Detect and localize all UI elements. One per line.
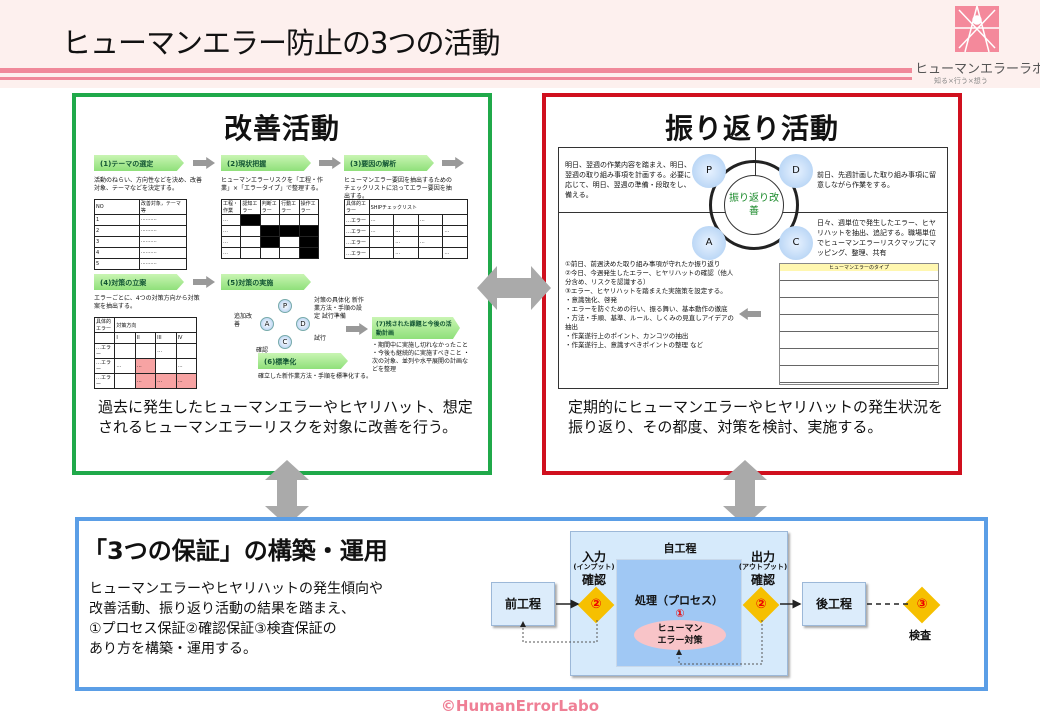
reflection-title: 振り返り活動 xyxy=(664,112,839,145)
inspection-label: 検査 xyxy=(909,629,931,642)
step-7: (7)残された課題と今後の活動計画 xyxy=(372,317,460,339)
logo-name: ヒューマンエラーラボ xyxy=(915,62,1040,77)
improvement-panel: 改善活動 (1)テーマの選定 (2)現状把握 (3)要因の解析 活動のねらい、方… xyxy=(72,93,492,475)
cycle-c: C xyxy=(278,335,292,349)
double-arrow-icon xyxy=(265,460,309,526)
arrow-icon xyxy=(319,157,341,169)
step-5-text: 対策の具体化 新作業方法・手順の設定 試行準備 xyxy=(314,297,364,320)
pdca-d: D xyxy=(779,154,813,188)
arrow-icon xyxy=(346,323,368,335)
step-5: (5)対策の実施 xyxy=(221,274,311,290)
risk-map-title: ヒューマンエラーのタイプ xyxy=(780,264,938,271)
reflection-panel: 振り返り活動 明日、翌週の作業内容を踏まえ、明日、翌週の取り組み事項を計画する。… xyxy=(542,93,962,475)
center-label: 振り返り改善 xyxy=(724,175,784,235)
output-sub: (アウトプット) xyxy=(738,563,788,571)
step-4-text: エラーごとに、4つの対策方向から対策案を抽出する。 xyxy=(94,295,200,310)
page-title: ヒューマンエラー防止の3つの活動 xyxy=(62,26,500,60)
cycle-note: 追加改善 xyxy=(234,313,253,328)
step-6-text: 確立した新作業方法・手順を標準化する。 xyxy=(258,373,373,380)
pdca-c: C xyxy=(779,226,813,260)
step-6: (6)標準化 xyxy=(258,353,348,369)
cycle-d: D xyxy=(296,317,310,331)
pdca-p: P xyxy=(692,154,726,188)
arrow-icon xyxy=(193,157,215,169)
input-check-num: ② xyxy=(590,597,602,612)
arrow-icon xyxy=(739,308,761,320)
step-3: (3)要因の解析 xyxy=(344,155,434,171)
output-label: 出力 xyxy=(750,550,775,564)
output-check-label: 確認 xyxy=(750,573,775,587)
cycle-note: 確認 xyxy=(256,347,269,354)
cycle-note: 試行 xyxy=(314,335,327,342)
guarantee-title: 「3つの保証」の構築・運用 xyxy=(83,537,388,565)
improvement-title: 改善活動 xyxy=(223,112,340,145)
arrow-icon xyxy=(193,276,215,288)
process-label: 処理（プロセス） xyxy=(635,594,723,607)
step-2-text: ヒューマンエラーリスクを「工程・作業」×「エラータイプ」で整理する。 xyxy=(221,177,324,192)
arrow-icon xyxy=(442,157,464,169)
improvement-description: 過去に発生したヒューマンエラーやヒヤリハット、想定されるヒューマンエラーリスクを… xyxy=(98,398,473,436)
reflection-description: 定期的にヒューマンエラーやヒヤリハットの発生状況を振り返り、その都度、対策を検討… xyxy=(568,398,944,436)
step-4: (4)対策の立案 xyxy=(94,274,184,290)
do-text: 前日、先週計画した取り組み事項に留意しながら作業をする。 xyxy=(817,171,936,189)
inspection-num: ③ xyxy=(916,597,928,612)
human-error-measure: ヒューマンエラー対策 xyxy=(634,620,726,650)
next-process-box: 後工程 xyxy=(802,582,866,626)
cycle-p: P xyxy=(278,299,292,313)
double-arrow-icon xyxy=(723,460,767,526)
input-check-label: 確認 xyxy=(581,573,606,587)
output-check-num: ② xyxy=(755,597,767,612)
logo-tagline: 知る×行う×想う xyxy=(934,77,988,85)
check-text: 日々、週単位で発生したエラー、ヒヤリハットを抽出、追記する。職場単位でヒューマン… xyxy=(817,219,936,257)
cycle-a: A xyxy=(260,317,274,331)
guarantee-description: ヒューマンエラーやヒヤリハットの発生傾向や改善活動、振り返り活動の結果を踏まえ、… xyxy=(89,581,383,657)
step-1: (1)テーマの選定 xyxy=(94,155,184,171)
process-num: ① xyxy=(675,607,685,620)
step-2: (2)現状把握 xyxy=(221,155,311,171)
input-sub: (インプット) xyxy=(573,563,615,571)
divider xyxy=(0,77,912,80)
flow-connectors xyxy=(520,599,910,665)
step-1-text: 活動のねらい、方向性などを決め、改善対象、テーマなどを決定する。 xyxy=(94,177,203,192)
footer-copyright: ©HumanErrorLabo xyxy=(440,697,600,715)
step-7-text: ・期間中に実施し切れなかったこと ・今後も継続的に実施すべきこと ・次の対象、並… xyxy=(372,342,470,373)
header: ヒューマンエラー防止の3つの活動 ヒューマンエラーラボ 知る×行う×想う xyxy=(0,0,1040,88)
self-process-label: 自工程 xyxy=(663,542,697,555)
pdca-a: A xyxy=(692,226,726,260)
cycle-ring xyxy=(709,160,799,250)
double-arrow-icon xyxy=(477,266,551,310)
input-label: 入力 xyxy=(581,550,606,564)
logo-icon xyxy=(955,5,999,53)
divider xyxy=(0,68,912,73)
risk-map: ヒューマンエラーのタイプ xyxy=(779,263,939,385)
status-table: 工程・作業認知エラー判断エラー行動エラー操作エラー … … … … xyxy=(220,199,320,259)
pdca-diagram: 明日、翌週の作業内容を踏まえ、明日、翌週の取り組み事項を計画する。必要に応じて、… xyxy=(558,147,948,389)
step-3-text: ヒューマンエラー要因を抽出するための チェックリストに沿ってエラー要因を抽出する… xyxy=(344,177,453,200)
plan-text: 明日、翌週の作業内容を踏まえ、明日、翌週の取り組み事項を計画する。必要に応じて、… xyxy=(565,161,691,199)
